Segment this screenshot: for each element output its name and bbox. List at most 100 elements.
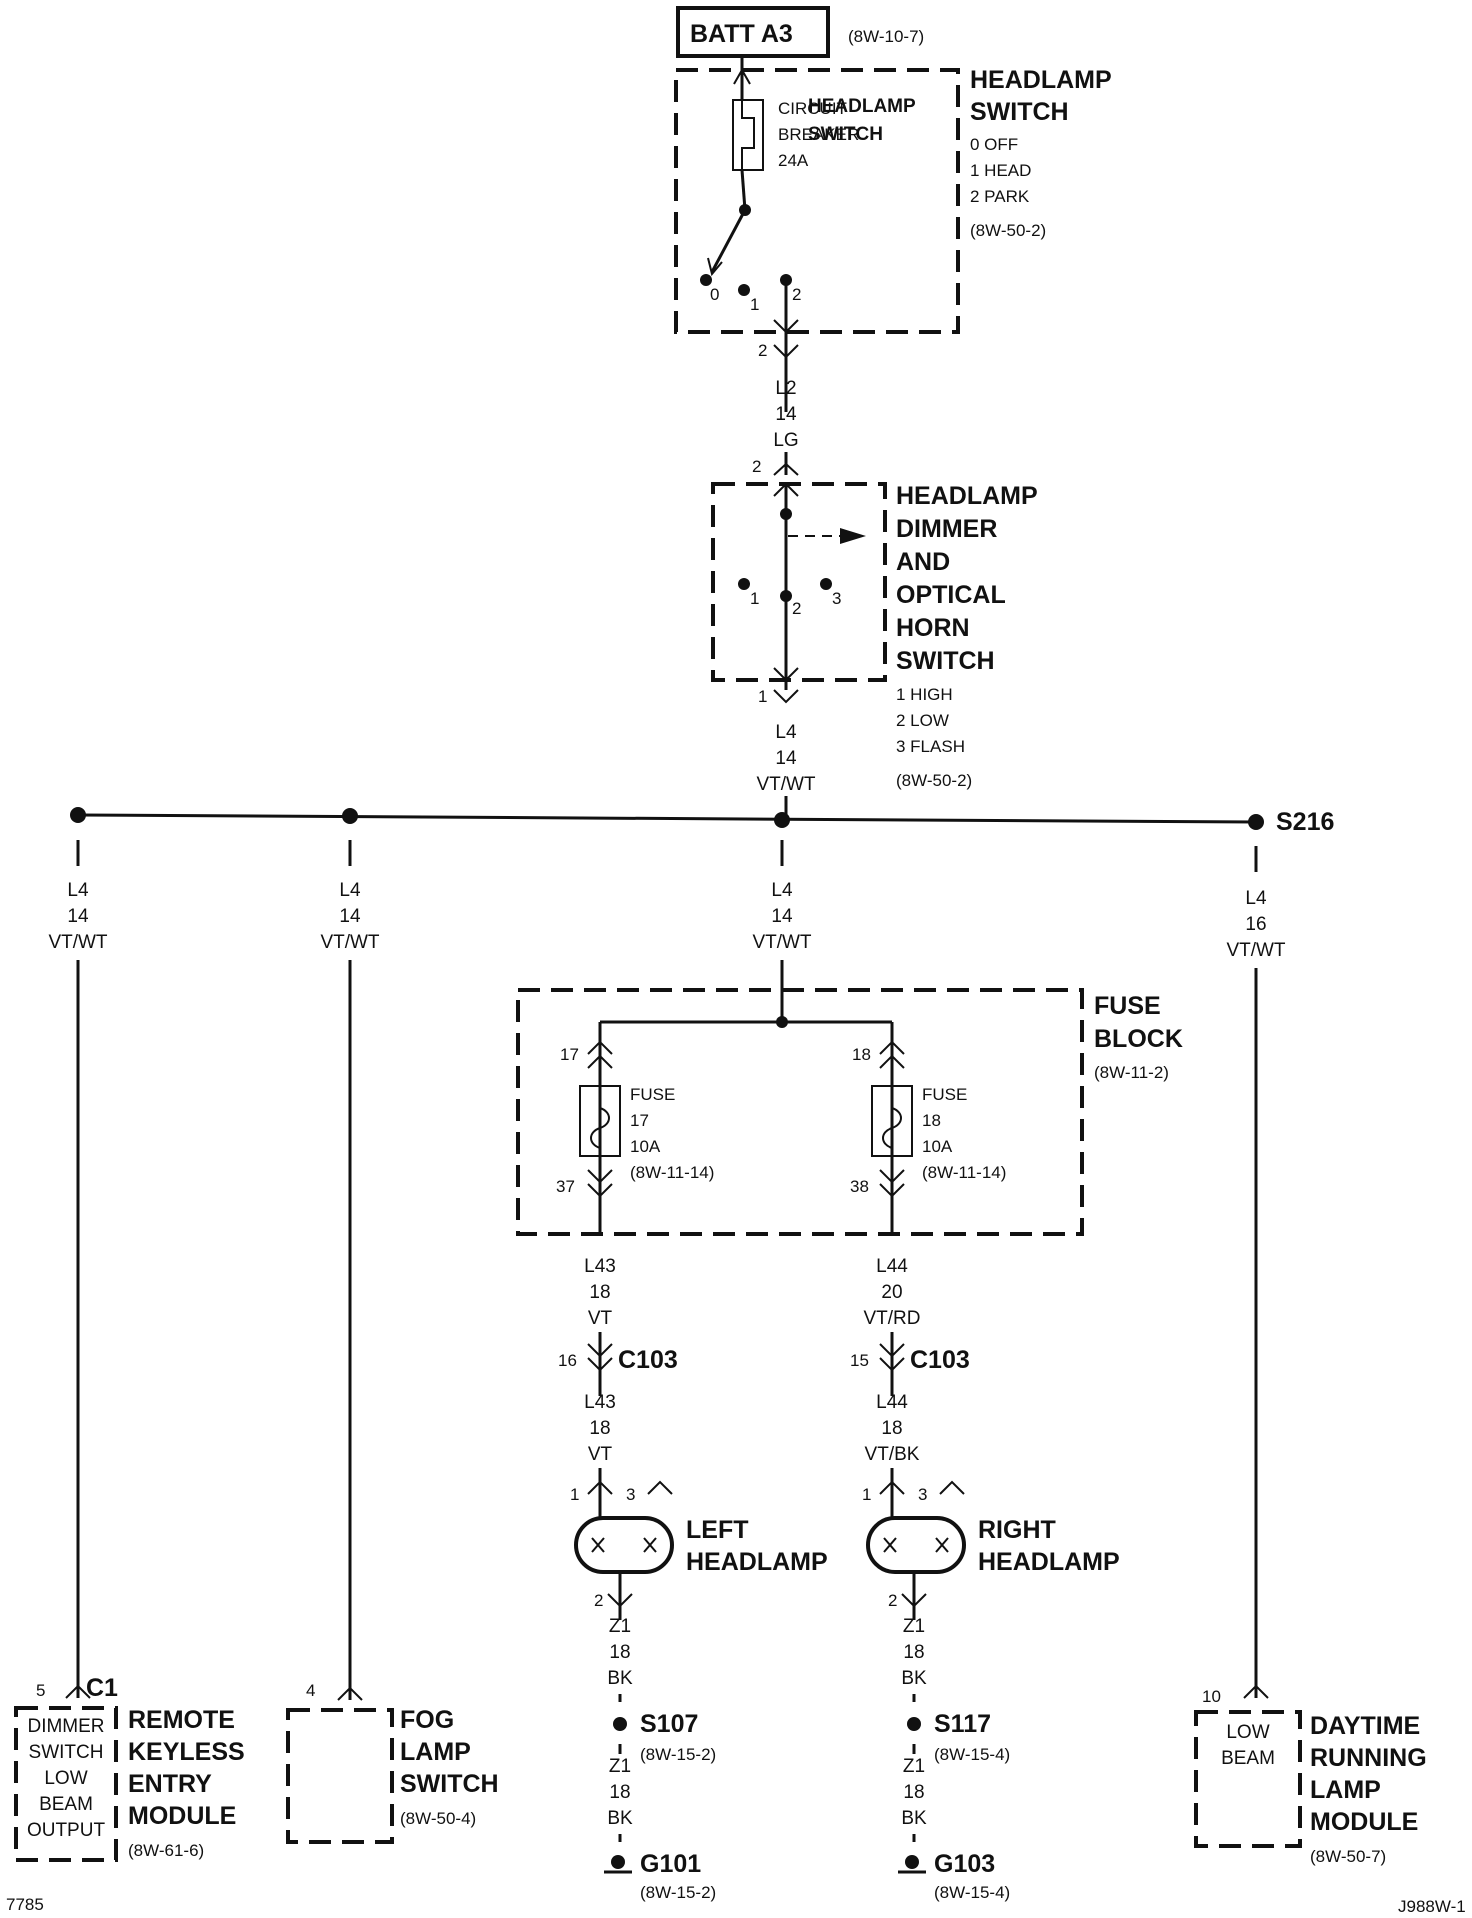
drl-ref: (8W-50-7) xyxy=(1310,1847,1386,1866)
daytime-running-lamp-module: 10 LOW BEAM DAYTIME RUNNING LAMP MODULE … xyxy=(1194,1684,1427,1866)
c103-right-label: C103 xyxy=(910,1346,970,1374)
position-2: 2 PARK xyxy=(970,187,1030,206)
fuse18-label-3: 10A xyxy=(922,1137,953,1156)
footer-drawing-id: J988W-1 xyxy=(1398,1897,1466,1916)
fuse17-label-4: (8W-11-14) xyxy=(630,1163,714,1182)
fuse18-label-2: 18 xyxy=(922,1111,941,1130)
right-headlamp-label-1: RIGHT xyxy=(978,1516,1056,1544)
fuse-block-title-1: FUSE xyxy=(1094,992,1161,1020)
battery-label: BATT A3 xyxy=(690,20,793,48)
wire-l2-label: L2 14 LG xyxy=(773,378,798,451)
l43b-circuit: L43 xyxy=(584,1392,616,1413)
right-z1-circuit: Z1 xyxy=(903,1616,925,1637)
headlamp-switch-ref: (8W-50-2) xyxy=(970,221,1046,240)
rke-pin: 5 xyxy=(36,1681,45,1700)
dimmer-contact-1: 1 xyxy=(750,589,759,608)
drl-wire-circuit: L4 xyxy=(1245,888,1267,909)
l44-gauge: 20 xyxy=(881,1282,902,1303)
fog-wire-gauge: 14 xyxy=(339,906,361,927)
rke-title-4: MODULE xyxy=(128,1802,236,1830)
fog-lamp-switch: 4 FOG LAMP SWITCH (8W-50-4) xyxy=(286,1681,499,1844)
l43-circuit: L43 xyxy=(584,1256,616,1277)
fuse18-label-1: FUSE xyxy=(922,1085,967,1104)
dimmer-output-pin: 1 xyxy=(758,687,767,706)
fuse-block-title-2: BLOCK xyxy=(1094,1025,1183,1053)
switch-contact-2 xyxy=(738,284,750,296)
l43b-gauge: 18 xyxy=(589,1418,610,1439)
right-ground-pin: 2 xyxy=(888,1591,897,1610)
fog-title-1: FOG xyxy=(400,1706,454,1734)
left-ground-pin: 2 xyxy=(594,1591,603,1610)
right-headlamp-icon xyxy=(866,1516,966,1574)
switch-contact-0 xyxy=(700,274,712,286)
right-z1b-gauge: 18 xyxy=(903,1782,924,1803)
dimmer-title-5: HORN xyxy=(896,614,970,642)
circuit-breaker-icon xyxy=(732,99,764,171)
wire-l2-circuit: L2 xyxy=(775,378,796,399)
l44-circuit: L44 xyxy=(876,1256,908,1277)
dimmer-title-1: HEADLAMP xyxy=(896,482,1038,510)
fuse-block-legend: FUSE BLOCK (8W-11-2) xyxy=(1094,992,1183,1082)
dimmer-input-pin: 2 xyxy=(752,457,761,476)
left-z1b-gauge: 18 xyxy=(609,1782,630,1803)
drl-title-1: DAYTIME xyxy=(1310,1712,1420,1740)
contact-label-0: 0 xyxy=(710,285,719,304)
fog-pin: 4 xyxy=(306,1681,315,1700)
branch-drl: L4 16 VT/WT xyxy=(1226,846,1286,1698)
flash-arrow-icon xyxy=(840,528,866,544)
l44b-gauge: 18 xyxy=(881,1418,902,1439)
l43b-color: VT xyxy=(588,1444,613,1465)
branch-fuse: L4 14 VT/WT xyxy=(752,840,812,1022)
dimmer-ref: (8W-50-2) xyxy=(896,771,972,790)
rke-inner-1: DIMMER xyxy=(27,1716,104,1737)
splice-s117-ref: (8W-15-4) xyxy=(934,1745,1010,1764)
l44b-circuit: L44 xyxy=(876,1392,908,1413)
l43-gauge: 18 xyxy=(589,1282,610,1303)
dimmer-switch: 2 1 2 3 1 xyxy=(711,457,887,706)
fuse17-label-3: 10A xyxy=(630,1137,661,1156)
ground-g103-ref: (8W-15-4) xyxy=(934,1883,1010,1902)
dimmer-title-2: DIMMER xyxy=(896,515,997,543)
left-z1-gauge: 18 xyxy=(609,1642,630,1663)
drl-inner-2: BEAM xyxy=(1221,1748,1275,1769)
dimmer-title-3: AND xyxy=(896,548,950,576)
rke-ref: (8W-61-6) xyxy=(128,1841,204,1860)
left-z1b-circuit: Z1 xyxy=(609,1756,631,1777)
right-z1-gauge: 18 xyxy=(903,1642,924,1663)
fog-ref: (8W-50-4) xyxy=(400,1809,476,1828)
wire-l2-color: LG xyxy=(773,430,798,451)
fog-title-3: SWITCH xyxy=(400,1770,499,1798)
drl-wire-color: VT/WT xyxy=(1226,940,1285,961)
l44-color: VT/RD xyxy=(864,1308,921,1329)
headlamp-switch-heading-1: HEADLAMP xyxy=(970,66,1112,94)
left-z1-circuit: Z1 xyxy=(609,1616,631,1637)
left-headlamp-label-2: HEADLAMP xyxy=(686,1548,828,1576)
fuse18-pin-out: 38 xyxy=(850,1177,869,1196)
headlamp-switch-title-1: HEADLAMP xyxy=(808,96,916,117)
fuse-wire-circuit: L4 xyxy=(771,880,793,901)
drl-inner-1: LOW xyxy=(1226,1722,1269,1743)
rke-connector: C1 xyxy=(86,1674,118,1702)
headlamp-switch-title-2: SWITCH xyxy=(808,124,883,145)
wire-l4-main-label: L4 14 VT/WT xyxy=(756,722,815,795)
splice-s107-dot xyxy=(613,1717,627,1731)
breaker-label-3: 24A xyxy=(778,151,809,170)
ground-g101-ref: (8W-15-2) xyxy=(640,1883,716,1902)
left-headlamp-circuit: L43 18 VT 16 C103 L43 18 VT 1 3 LEFT HEA… xyxy=(558,1256,828,1902)
right-headlamp-label-2: HEADLAMP xyxy=(978,1548,1120,1576)
right-lamp-pin-3: 3 xyxy=(918,1485,927,1504)
right-z1b-color: BK xyxy=(901,1808,927,1829)
fuse-wire-color: VT/WT xyxy=(752,932,811,953)
l4-main-gauge: 14 xyxy=(775,748,797,769)
fuse17-label-1: FUSE xyxy=(630,1085,675,1104)
left-z1b-color: BK xyxy=(607,1808,633,1829)
splice-s117-dot xyxy=(907,1717,921,1731)
rke-wire-circuit: L4 xyxy=(67,880,89,901)
rke-inner-5: OUTPUT xyxy=(27,1820,106,1841)
dimmer-position-3: 3 FLASH xyxy=(896,737,965,756)
left-lamp-pin-3: 3 xyxy=(626,1485,635,1504)
rke-title-3: ENTRY xyxy=(128,1770,212,1798)
remote-keyless-entry-module: 5 C1 DIMMER SWITCH LOW BEAM OUTPUT REMOT… xyxy=(14,1674,245,1862)
splice-s117: S117 xyxy=(934,1710,991,1738)
